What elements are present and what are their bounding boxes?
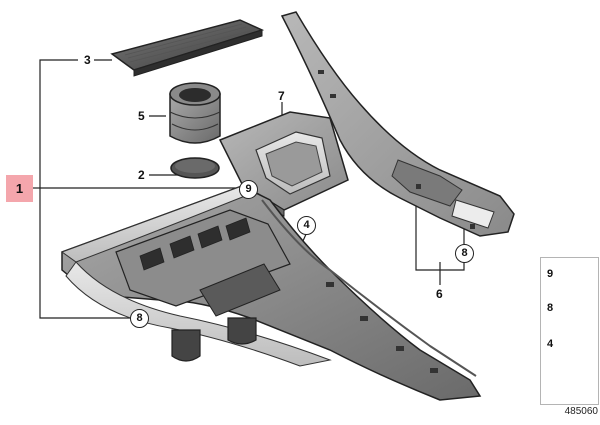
callout-3: 3 — [84, 53, 91, 67]
part-shift-trim — [218, 111, 349, 217]
callout-7: 7 — [278, 89, 285, 103]
part-round-mat — [170, 157, 220, 179]
part-cup-holder-insert — [169, 82, 221, 144]
diagram-number: 485060 — [564, 406, 598, 417]
callout-8-right: 8 — [455, 244, 474, 263]
callout-9: 9 — [239, 180, 258, 199]
callout-6: 6 — [436, 287, 443, 301]
part-storage-mat — [110, 19, 265, 77]
callout-5: 5 — [138, 109, 145, 123]
callout-4: 4 — [297, 216, 316, 235]
part-side-trim — [280, 11, 515, 237]
fastener-legend: 9 8 4 — [540, 257, 599, 405]
part-center-console — [60, 185, 482, 401]
legend-item-4: 4 — [547, 338, 554, 350]
legend-item-9: 9 — [547, 268, 554, 280]
callout-1-highlight: 1 — [6, 175, 33, 202]
callout-2: 2 — [138, 168, 145, 182]
leader-lines — [30, 59, 465, 319]
legend-item-8: 8 — [547, 302, 554, 314]
callout-8-left: 8 — [130, 309, 149, 328]
